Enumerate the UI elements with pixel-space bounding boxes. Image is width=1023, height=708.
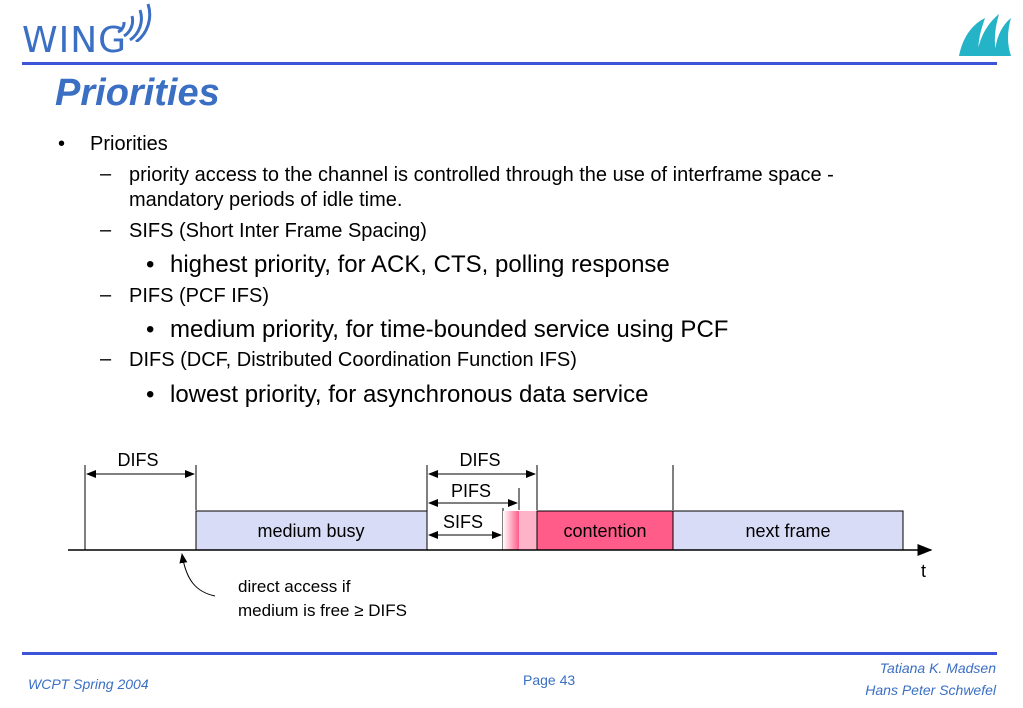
sub-bullet-text: SIFS (Short Inter Frame Spacing) — [129, 220, 427, 242]
note-line-1: direct access if — [238, 577, 351, 596]
backoff-slot — [503, 511, 519, 550]
sub-sub-bullet-text: medium priority, for time-bounded servic… — [170, 316, 729, 343]
dash-marker: – — [100, 348, 112, 370]
sub-sub-bullet-text: highest priority, for ACK, CTS, polling … — [170, 251, 670, 278]
sifs-label: SIFS — [443, 512, 483, 532]
footer-author-1: Tatiana K. Madsen — [879, 660, 996, 676]
sub-bullet-text: PIFS (PCF IFS) — [129, 285, 269, 307]
direct-access-arrow — [179, 553, 216, 597]
next-frame-label: next frame — [745, 521, 830, 541]
difs-left-label: DIFS — [117, 450, 158, 470]
medium-busy-label: medium busy — [257, 521, 364, 541]
bullet-marker: • — [146, 316, 155, 343]
slide-title: Priorities — [55, 72, 220, 114]
logo-wordmark: WING — [22, 20, 128, 61]
dash-marker: – — [100, 284, 112, 306]
contention-label: contention — [563, 521, 646, 541]
backoff-slot — [519, 511, 537, 550]
university-logo-icon — [959, 14, 1011, 56]
footer-author-2: Hans Peter Schwefel — [865, 682, 996, 698]
pifs-label: PIFS — [451, 481, 491, 501]
footer-course: WCPT Spring 2004 — [28, 676, 149, 692]
medium-busy-box — [195, 510, 428, 551]
sub-sub-bullet-text: lowest priority, for asynchronous data s… — [170, 381, 649, 408]
time-axis-label: t — [921, 561, 926, 581]
header-divider — [22, 62, 997, 65]
difs-right-label: DIFS — [459, 450, 500, 470]
ifs-timing-diagram: medium busy contention next frame t DIFS… — [68, 450, 933, 620]
wireless-waves-icon — [117, 3, 152, 42]
bullet-marker: • — [146, 381, 155, 408]
bullet-marker: • — [146, 251, 155, 278]
sub-bullet-text: DIFS (DCF, Distributed Coordination Func… — [129, 349, 577, 371]
bullet-marker: • — [58, 133, 66, 155]
dash-marker: – — [100, 219, 112, 241]
footer-divider — [22, 652, 997, 655]
bullet-text: Priorities — [90, 133, 168, 155]
note-line-2: medium is free ≥ DIFS — [238, 601, 407, 620]
dash-marker: – — [100, 163, 112, 185]
sub-bullet-text: priority access to the channel is contro… — [129, 164, 834, 211]
page-number: Page 43 — [523, 672, 576, 688]
